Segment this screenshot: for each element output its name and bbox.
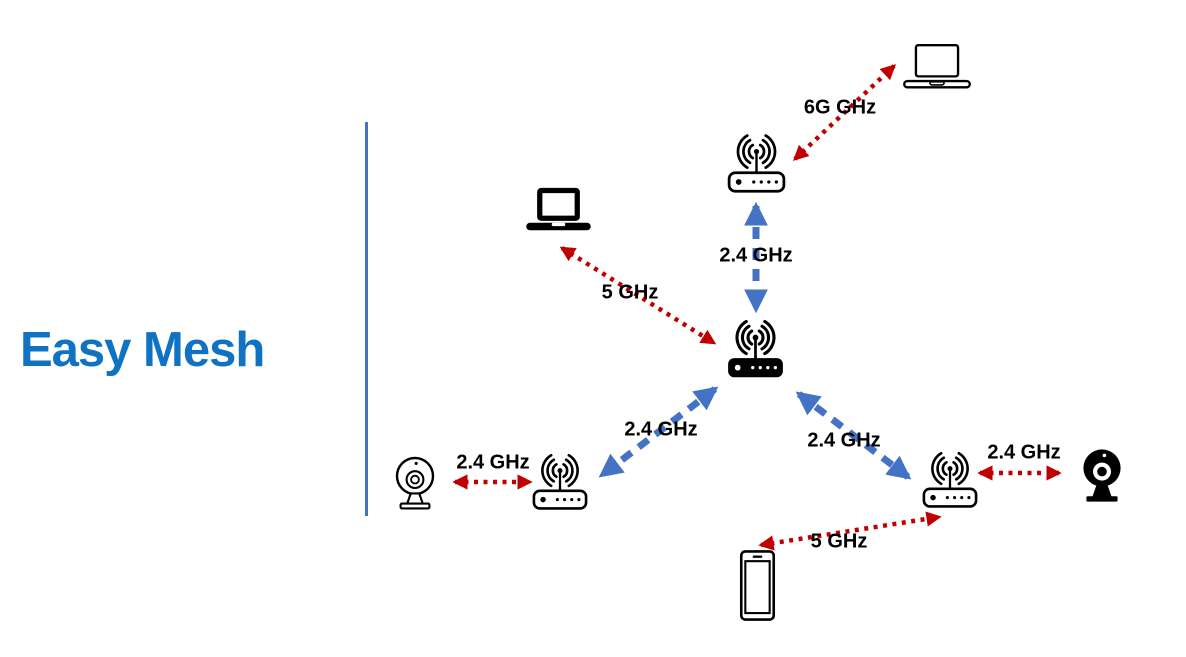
node-main-router: [721, 317, 790, 380]
arrow-extender-top-to-laptop: [793, 64, 896, 161]
link-label-24ghz-bottom-right: 2.4 GHz: [807, 429, 881, 452]
node-webcam-right: [1078, 444, 1126, 504]
link-label-5ghz-laptop: 5 GHz: [601, 281, 659, 304]
page-title: Easy Mesh: [20, 323, 265, 377]
wifi-router-icon: [922, 452, 978, 508]
arrow-extender-br-to-phone: [758, 511, 942, 551]
wifi-router-icon: [728, 319, 783, 378]
smartphone-icon: [739, 550, 776, 621]
webcam-icon: [395, 456, 435, 510]
link-label-6g-ghz: 6G GHz: [803, 96, 877, 119]
node-extender-bottom-right: [917, 449, 983, 509]
node-webcam-left: [392, 452, 438, 512]
arrow-main-to-laptop-left: [559, 246, 717, 345]
node-extender-top: [722, 131, 791, 194]
arrow-main-to-extender-bottom-left: [598, 386, 719, 478]
wifi-router-icon: [727, 134, 786, 193]
node-extender-bottom-left: [527, 451, 593, 511]
wifi-router-icon: [532, 454, 588, 510]
link-label-24ghz-webcam-right: 2.4 GHz: [987, 441, 1061, 464]
arrow-main-to-extender-bottom-right: [795, 391, 912, 480]
webcam-icon: [1083, 449, 1121, 502]
link-label-24ghz-webcam-left: 2.4 GHz: [456, 451, 530, 474]
laptop-icon: [526, 187, 591, 231]
node-laptop-left: [521, 186, 596, 234]
vertical-divider: [365, 122, 368, 516]
link-label-24ghz-top: 2.4 GHz: [719, 244, 793, 267]
link-label-24ghz-bottom-left: 2.4 GHz: [624, 418, 698, 441]
laptop-icon: [903, 43, 971, 89]
link-label-5ghz-phone: 5 GHz: [810, 530, 868, 553]
node-smartphone-bottom: [737, 549, 778, 622]
node-laptop-top-right: [898, 42, 976, 92]
